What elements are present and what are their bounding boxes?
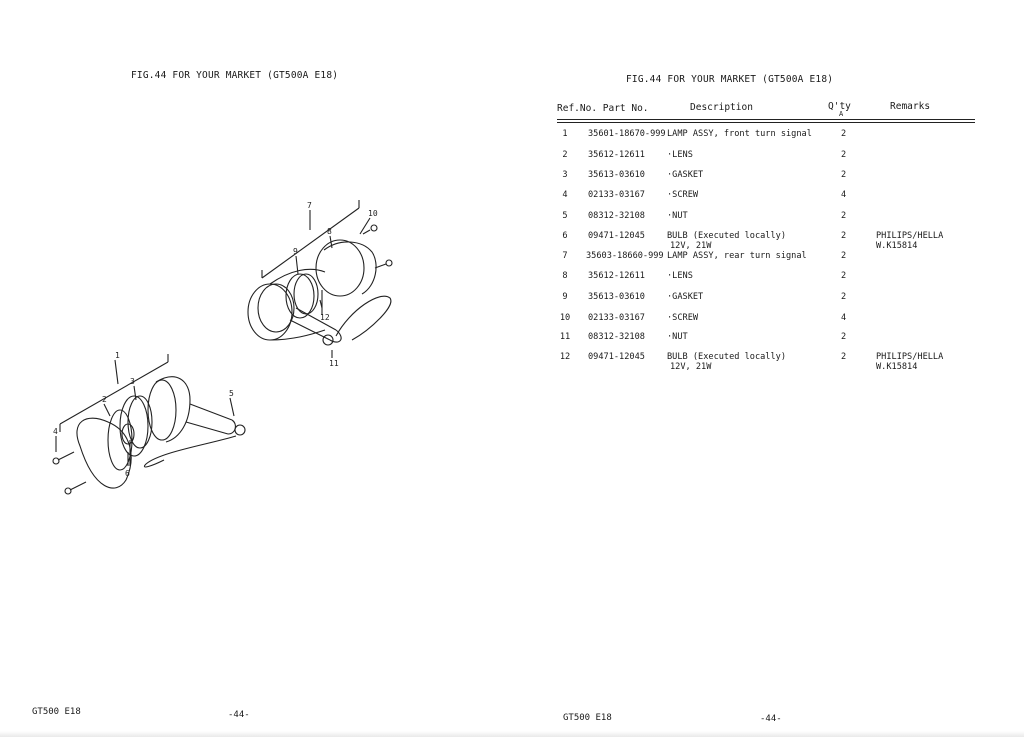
table-row: 10 02133-03167 ·SCREW 4 <box>0 313 846 327</box>
remarks-line-2: W.K15814 <box>876 241 918 251</box>
callout-4: 4 <box>53 427 58 436</box>
callout-8: 8 <box>327 227 332 236</box>
description: ·LENS <box>667 150 693 160</box>
footer-page-number: -44- <box>760 714 782 724</box>
part-no: 35603-18660-999 <box>586 251 664 261</box>
quantity: 2 <box>841 231 847 241</box>
quantity: 2 <box>841 271 847 281</box>
header-rule-bottom <box>557 122 975 123</box>
header-ref-part: Ref.No. Part No. <box>557 103 649 114</box>
part-no: 08312-32108 <box>588 211 645 221</box>
table-row: 5 08312-32108 ·NUT 2 <box>0 211 846 225</box>
part-no: 09471-12045 <box>588 231 645 241</box>
table-row: 12 09471-12045 BULB (Executed locally) 1… <box>0 352 943 372</box>
callout-3: 3 <box>130 377 135 386</box>
quantity: 2 <box>841 211 847 221</box>
quantity: 2 <box>841 251 847 261</box>
description: ·GASKET <box>667 170 704 180</box>
description: ·LENS <box>667 271 693 281</box>
quantity: 2 <box>841 332 847 342</box>
part-no: 02133-03167 <box>588 190 645 200</box>
ref-no: 3 <box>562 170 568 180</box>
ref-no: 4 <box>562 190 568 200</box>
left-page: FIG.44 FOR YOUR MARKET (GT500A E18) <box>32 70 393 720</box>
header-rule-top <box>557 119 975 120</box>
quantity: 4 <box>841 313 847 323</box>
ref-no: 1 <box>562 129 568 139</box>
remarks: PHILIPS/HELLA <box>876 352 944 362</box>
header-qty: Q'ty <box>828 101 851 112</box>
part-no: 35612-12611 <box>588 150 645 160</box>
part-no: 35613-03610 <box>588 292 645 302</box>
quantity: 2 <box>841 292 847 302</box>
quantity: 2 <box>841 170 847 180</box>
ref-no: 6 <box>562 231 568 241</box>
figure-title: FIG.44 FOR YOUR MARKET (GT500A E18) <box>626 74 834 85</box>
table-row: 4 02133-03167 ·SCREW 4 <box>0 190 846 204</box>
description: LAMP ASSY, rear turn signal <box>667 251 807 261</box>
quantity: 2 <box>841 129 847 139</box>
header-description: Description <box>690 102 753 113</box>
exploded-view-diagram: 1 2 3 4 5 6 7 8 9 10 11 12 <box>52 200 393 495</box>
part-no: 35613-03610 <box>588 170 645 180</box>
table-row: 9 35613-03610 ·GASKET 2 <box>0 292 846 306</box>
ref-no: 12 <box>559 352 571 362</box>
description: ·NUT <box>667 332 688 342</box>
part-no: 08312-32108 <box>588 332 645 342</box>
description: LAMP ASSY, front turn signal <box>667 129 812 139</box>
description: ·SCREW <box>667 190 699 200</box>
footer-model: GT500 E18 <box>32 707 81 717</box>
callout-6: 6 <box>125 469 130 478</box>
part-no: 02133-03167 <box>588 313 645 323</box>
description: ·GASKET <box>667 292 704 302</box>
ref-no: 8 <box>562 271 568 281</box>
header-remarks: Remarks <box>890 101 931 112</box>
scan-edge-shadow <box>0 731 1024 737</box>
quantity: 2 <box>841 352 847 362</box>
table-row: 8 35612-12611 ·LENS 2 <box>0 271 846 285</box>
remarks-line-2: W.K15814 <box>876 362 918 372</box>
footer-model: GT500 E18 <box>563 713 612 723</box>
callout-1: 1 <box>115 351 120 360</box>
table-row: 11 08312-32108 ·NUT 2 <box>0 332 846 346</box>
ref-no: 9 <box>562 292 568 302</box>
part-no: 35601-18670-999 <box>588 129 666 139</box>
table-row: 7 35603-18660-999 LAMP ASSY, rear turn s… <box>0 251 846 265</box>
description-line-2: 12V, 21W <box>670 362 712 372</box>
figure-title: FIG.44 FOR YOUR MARKET (GT500A E18) <box>131 70 339 81</box>
description: ·SCREW <box>667 313 699 323</box>
quantity: 4 <box>841 190 847 200</box>
ref-no: 2 <box>562 150 568 160</box>
callout-10: 10 <box>368 209 378 218</box>
rear-turn-signal-drawing <box>247 200 393 346</box>
callout-7: 7 <box>307 201 312 210</box>
ref-no: 7 <box>562 251 568 261</box>
description: ·NUT <box>667 211 688 221</box>
ref-no: 10 <box>559 313 571 323</box>
quantity: 2 <box>841 150 847 160</box>
table-row: 2 35612-12611 ·LENS 2 <box>0 150 846 164</box>
part-no: 09471-12045 <box>588 352 645 362</box>
table-row: 3 35613-03610 ·GASKET 2 <box>0 170 846 184</box>
callout-12: 12 <box>320 313 330 322</box>
table-row: 6 09471-12045 BULB (Executed locally) 12… <box>0 231 943 251</box>
table-row: 1 35601-18670-999 LAMP ASSY, front turn … <box>0 129 846 143</box>
description: BULB (Executed locally) <box>667 231 786 241</box>
header-qty-sub: A <box>839 110 844 118</box>
remarks: PHILIPS/HELLA <box>876 231 944 241</box>
description-line-2: 12V, 21W <box>670 241 712 251</box>
ref-no: 5 <box>562 211 568 221</box>
callout-11: 11 <box>329 359 339 368</box>
callout-2: 2 <box>102 395 107 404</box>
callout-5: 5 <box>229 389 234 398</box>
part-no: 35612-12611 <box>588 271 645 281</box>
callout-9: 9 <box>293 247 298 256</box>
footer-page-number: -44- <box>228 710 250 720</box>
description: BULB (Executed locally) <box>667 352 786 362</box>
front-turn-signal-drawing <box>52 354 246 495</box>
ref-no: 11 <box>559 332 571 342</box>
